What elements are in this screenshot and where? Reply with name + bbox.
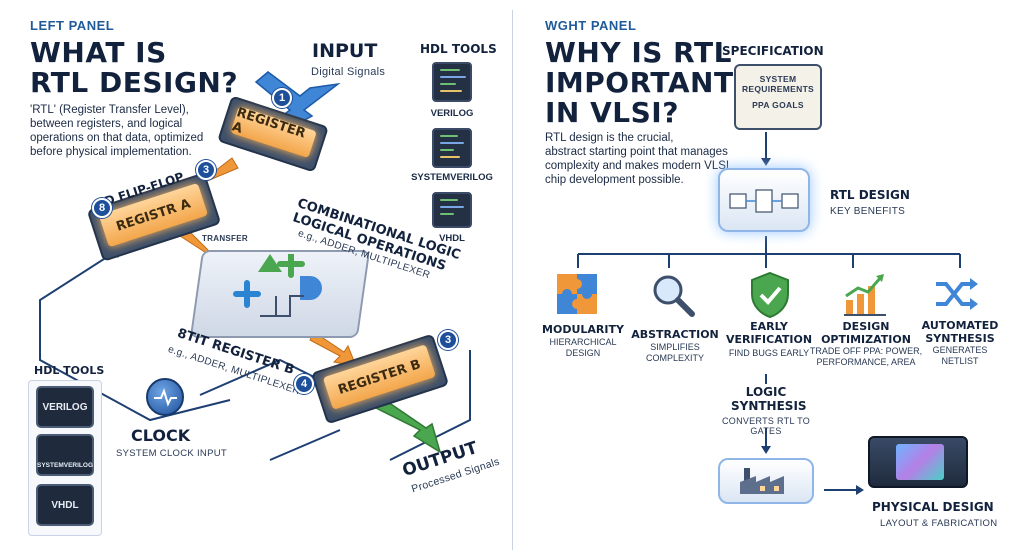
hdl-systemverilog-button[interactable]: SYSTEMVERILOG (36, 434, 94, 476)
clock-pulse-icon (146, 378, 184, 416)
hdl-top-systemverilog: SYSTEMVERILOG (411, 172, 493, 183)
right-desc-line3: complexity and makes modern VLSI (545, 160, 730, 172)
right-panel-tag: WGHT PANEL (545, 18, 637, 33)
clock-loop-line (39, 249, 231, 422)
physical-design-title: PHYSICAL DESIGN (872, 500, 994, 514)
hdl-tools-title-bottom: HDL TOOLS (34, 364, 105, 377)
systemverilog-code-icon (432, 128, 472, 168)
physical-design-subtitle: LAYOUT & FABRICATION (880, 518, 998, 529)
plus-icon-green (277, 254, 305, 278)
clock-line-lower (269, 429, 341, 461)
hdl-verilog-button[interactable]: VERILOG (36, 386, 94, 428)
growth-chart-icon (844, 274, 886, 316)
output-arrow (374, 396, 442, 454)
rtl-design-box (718, 168, 810, 232)
vhdl-code-icon (432, 192, 472, 228)
puzzle-icon (557, 274, 597, 314)
plus-icon-blue (233, 280, 261, 308)
rtl-design-subtitle: KEY BENEFITS (830, 206, 906, 217)
clock-to-regb-line (199, 358, 321, 396)
step-badge-3a: 3 (196, 160, 216, 180)
left-desc-line3: operations on that data, optimized (30, 132, 204, 144)
hdl-top-vhdl: VHDL (439, 233, 465, 244)
right-title-line3: IN VLSI? (545, 96, 679, 129)
input-title: INPUT (312, 40, 378, 62)
right-title-line2: IMPORTANT (545, 66, 734, 99)
left-title: WHAT IS RTL DESIGN? (30, 38, 238, 98)
left-description: 'RTL' (Register Transfer Level), between… (30, 103, 230, 159)
feedback-line-right (389, 350, 471, 461)
hdl-top-verilog: VERILOG (430, 108, 474, 119)
logic-synthesis-line2: SYNTHESIS (731, 399, 807, 413)
shuffle-icon (936, 278, 978, 310)
circuit-trace-icon (260, 295, 304, 317)
transfer-label: TRANSFER (202, 234, 248, 243)
spec-line1: SYSTEM (759, 74, 797, 84)
step-badge-8: 8 (92, 198, 112, 218)
step-badge-3b: 3 (438, 330, 458, 350)
left-desc-line1: 'RTL' (Register Transfer Level), (30, 104, 189, 116)
clock-subtitle: SYSTEM CLOCK INPUT (116, 448, 227, 459)
triangle-icon (258, 254, 282, 272)
factory-box (718, 458, 814, 504)
benefit-verification-sub: FIND BUGS EARLY (728, 348, 810, 358)
logic-synthesis-title: LOGIC SYNTHESIS (731, 385, 807, 413)
right-desc-line4: chip development possible. (545, 174, 684, 186)
right-desc-line1: RTL design is the crucial, (545, 132, 674, 144)
and-gate-icon (300, 276, 322, 300)
clock-title: CLOCK (131, 426, 191, 445)
left-desc-line2: between registers, and logical (30, 118, 183, 130)
input-subtitle: Digital Signals (311, 66, 386, 78)
left-panel-tag: LEFT PANEL (30, 18, 115, 33)
left-title-line1: WHAT IS (30, 36, 167, 69)
rtl-flow-icon (729, 189, 799, 213)
spec-line2: REQUIREMENTS (741, 84, 815, 94)
right-title-line1: WHY IS RTL (545, 36, 732, 69)
input-arrow (254, 71, 341, 129)
logic-gates-icons (233, 254, 322, 317)
logic-synthesis-line1: LOGIC (745, 385, 787, 399)
verilog-code-icon (432, 62, 472, 102)
left-title-line2: RTL DESIGN? (30, 66, 239, 99)
spec-line3: PPA GOALS (752, 100, 804, 110)
shield-check-icon (751, 271, 789, 319)
spec-title: SPECIFICATION (722, 44, 824, 58)
rtl-design-title: RTL DESIGN (830, 188, 910, 202)
hdl-vhdl-button[interactable]: VHDL (36, 484, 94, 526)
benefits-tree-lines (577, 236, 961, 268)
panel-divider (512, 10, 513, 550)
benefit-modularity-title: MODULARITY (542, 323, 624, 336)
step-badge-4: 4 (294, 374, 314, 394)
spec-scroll: SYSTEM REQUIREMENTS PPA GOALS (734, 64, 822, 130)
magnifier-icon (653, 275, 695, 317)
right-diagram-lines (577, 132, 961, 495)
benefit-abstraction-title: ABSTRACTION (631, 328, 719, 341)
right-desc-line2: abstract starting point that manages (545, 146, 728, 158)
right-title: WHY IS RTL IMPORTANT IN VLSI? (545, 38, 734, 128)
right-description: RTL design is the crucial, abstract star… (545, 131, 745, 187)
factory-icon (740, 468, 784, 494)
hdl-tools-title-top: HDL TOOLS (420, 42, 497, 56)
benefit-optimization-sub: TRADE OFF PPA: POWER,PERFORMANCE, AREA (809, 346, 923, 367)
logic-synthesis-subtitle: CONVERTS RTL TO GATES (721, 416, 811, 436)
left-desc-line4: before physical implementation. (30, 146, 192, 158)
step-badge-1: 1 (272, 88, 292, 108)
chip-icon (868, 436, 968, 488)
